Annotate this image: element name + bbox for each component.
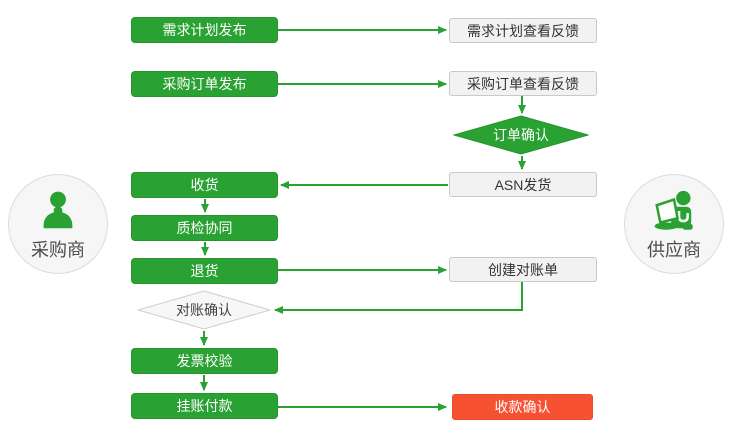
flow-node-demand-publish: 需求计划发布 xyxy=(131,17,278,43)
flow-node-demand-feedback: 需求计划查看反馈 xyxy=(449,18,597,43)
person-icon xyxy=(43,191,73,229)
node-label: 订单确认 xyxy=(493,127,549,143)
flow-node-invoice-check: 发票校验 xyxy=(131,348,278,374)
flow-node-receipt-confirm: 收款确认 xyxy=(452,394,593,420)
node-label: 收款确认 xyxy=(494,399,551,415)
node-label: 采购订单查看反馈 xyxy=(467,75,579,92)
node-label: 退货 xyxy=(190,263,219,279)
person-laptop-icon xyxy=(654,190,693,230)
flow-node-create-statement: 创建对账单 xyxy=(449,257,597,282)
edge-statement-to-recon-confirm xyxy=(274,282,523,314)
node-label: 发票校验 xyxy=(176,353,233,369)
flow-node-quality-check: 质检协同 xyxy=(131,215,278,241)
node-label: 对账确认 xyxy=(176,302,232,318)
flow-node-asn-ship: ASN发货 xyxy=(449,172,597,197)
flow-node-po-publish: 采购订单发布 xyxy=(131,71,278,97)
node-label: ASN发货 xyxy=(494,176,552,193)
flow-node-return-goods: 退货 xyxy=(131,258,278,284)
flow-node-pending-payment: 挂账付款 xyxy=(131,393,278,419)
actor-buyer: 采购商 xyxy=(8,174,108,274)
node-label: 采购订单发布 xyxy=(162,76,247,92)
flow-decision-order-confirm: 订单确认 xyxy=(453,115,589,155)
node-label: 创建对账单 xyxy=(488,261,558,278)
node-label: 需求计划发布 xyxy=(162,22,247,38)
node-label: 质检协同 xyxy=(176,220,233,236)
actor-supplier: 供应商 xyxy=(624,174,724,274)
flow-node-po-feedback: 采购订单查看反馈 xyxy=(449,71,597,96)
diamond-shape xyxy=(137,290,271,330)
flow-decision-recon-confirm: 对账确认 xyxy=(137,290,271,330)
node-label: 收货 xyxy=(190,177,219,193)
actor-buyer-label: 采购商 xyxy=(31,240,85,260)
node-label: 需求计划查看反馈 xyxy=(467,22,579,39)
node-label: 挂账付款 xyxy=(176,398,233,414)
actor-supplier-label: 供应商 xyxy=(647,240,701,260)
flow-node-receive: 收货 xyxy=(131,172,278,198)
diamond-shape xyxy=(453,115,589,155)
